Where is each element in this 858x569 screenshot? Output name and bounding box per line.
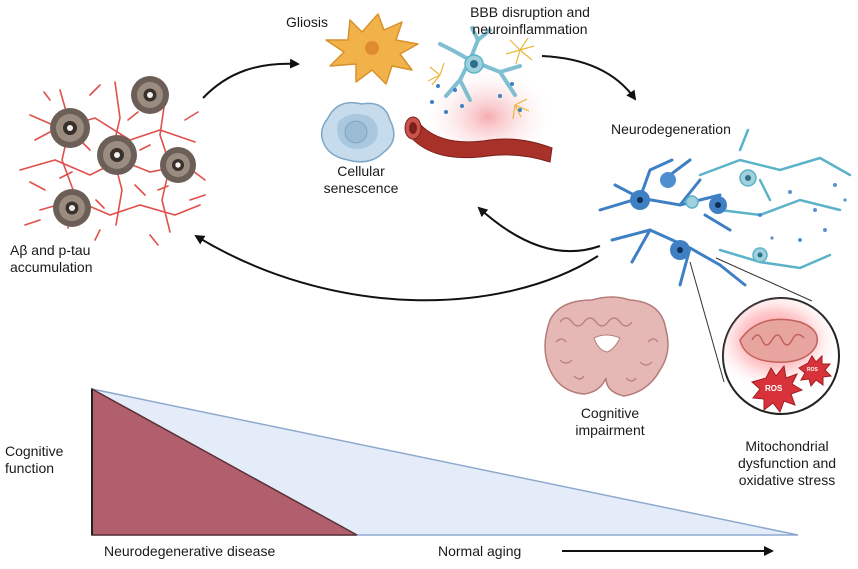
neurodegeneration-neurons-icon xyxy=(598,128,852,287)
label-neurodegenerative-disease: Neurodegenerative disease xyxy=(104,543,276,559)
label-ros-large: ROS xyxy=(765,384,783,393)
label-senescence-line1: Cellular xyxy=(337,163,385,179)
mitochondria-inset-icon xyxy=(722,297,840,415)
label-cognitive-impairment-line1: Cognitive xyxy=(580,405,640,421)
ros-small-burst-icon xyxy=(798,354,833,388)
label-senescence-line2: senescence xyxy=(323,180,399,196)
label-cognitive-function-line2: function xyxy=(5,460,55,476)
brain-coronal-icon xyxy=(544,296,669,397)
label-cognitive-function-line1: Cognitive xyxy=(5,443,64,459)
label-abeta-line1: Aβ and p-tau xyxy=(10,242,91,258)
zoom-line-left xyxy=(689,261,725,383)
bbb-neuroinflammation-icon xyxy=(404,26,553,163)
arrow-plaques-to-gliosis xyxy=(202,58,300,99)
ros-large-burst-icon xyxy=(750,364,804,414)
arrow-neurodegeneration-to-bbb xyxy=(477,206,601,253)
label-mito-line2: dysfunction and xyxy=(737,455,837,471)
zoom-line-right xyxy=(715,257,813,302)
label-bbb-line2: neuroinflammation xyxy=(472,21,588,37)
label-bbb-line1: BBB disruption and xyxy=(470,4,590,20)
label-abeta-line2: accumulation xyxy=(10,259,93,275)
label-mito-line1: Mitochondrial xyxy=(745,438,829,454)
senescent-cell-icon xyxy=(320,101,395,163)
astrocyte-gliosis-icon xyxy=(325,13,419,85)
label-ros-small: ROS xyxy=(807,367,818,373)
label-mito-line3: oxidative stress xyxy=(738,472,836,488)
amyloid-plaque-cluster-icon xyxy=(19,76,206,246)
label-neurodegeneration: Neurodegeneration xyxy=(611,121,731,137)
label-normal-aging: Normal aging xyxy=(438,543,522,559)
arrow-neurodegeneration-to-plaques xyxy=(194,234,599,302)
arrow-bbb-to-neurodegeneration xyxy=(541,55,637,101)
label-gliosis: Gliosis xyxy=(286,14,329,30)
label-cognitive-impairment-line2: impairment xyxy=(575,422,645,438)
